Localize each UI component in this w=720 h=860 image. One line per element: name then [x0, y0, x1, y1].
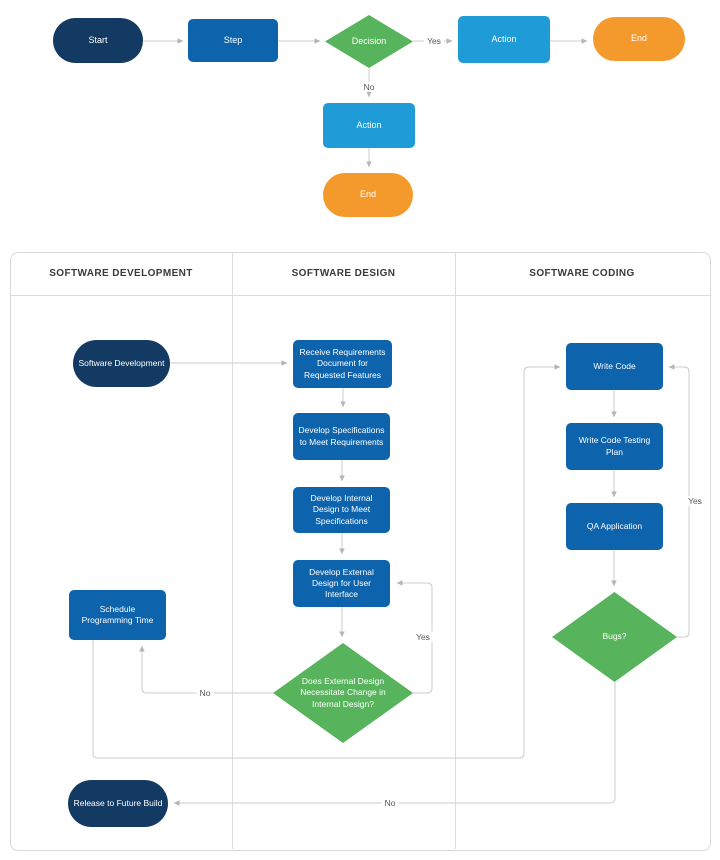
lane-divider-2 [455, 252, 456, 849]
node-develop-internal-label: Develop Internal Design to Meet Specific… [310, 493, 373, 526]
node-start: Start [53, 18, 143, 63]
node-qa-application: QA Application [566, 503, 663, 550]
node-release-future-build-label: Release to Future Build [73, 797, 163, 808]
node-end-yes: End [593, 17, 685, 61]
node-start-label: Start [88, 34, 108, 45]
node-end-no: End [323, 173, 413, 217]
node-release-future-build: Release to Future Build [68, 780, 168, 827]
node-develop-external-label: Develop External Design for User Interfa… [309, 566, 374, 600]
edge-label-no: No [360, 81, 378, 93]
node-step: Step [188, 19, 278, 62]
node-action-yes-label: Action [491, 33, 517, 44]
node-develop-specifications-label: Develop Specifications to Meet Requireme… [298, 425, 385, 447]
node-decision-label: Decision [351, 35, 387, 46]
node-qa-application-label: QA Application [586, 520, 643, 531]
node-bugs-decision-label: Bugs? [602, 631, 627, 642]
edge-label-bugs-no: No [381, 797, 399, 809]
node-write-test-plan-label: Write Code Testing Plan [578, 435, 651, 457]
edge-design-no-schedule [139, 645, 273, 694]
lane-header-rule [10, 295, 710, 296]
lane-title-software-development: SOFTWARE DEVELOPMENT [49, 268, 193, 279]
edge-label-yes: Yes [424, 35, 444, 47]
node-step-label: Step [223, 34, 243, 45]
edge-label-design-yes: Yes [413, 631, 433, 643]
lane-title-software-design: SOFTWARE DESIGN [291, 268, 396, 279]
node-write-code-label: Write Code [593, 360, 636, 371]
node-end-no-label: End [359, 189, 376, 200]
lane-title-software-coding: SOFTWARE CODING [529, 268, 635, 279]
node-write-code: Write Code [566, 343, 663, 390]
node-develop-specifications: Develop Specifications to Meet Requireme… [293, 413, 390, 460]
edge-label-bugs-yes: Yes [685, 495, 705, 507]
node-action-no-label: Action [356, 119, 382, 130]
node-schedule-programming-label: Schedule Programming Time [81, 603, 154, 625]
node-end-yes-label: End [630, 33, 647, 44]
node-change-decision-label: Does External Design Necessitate Change … [300, 676, 386, 709]
edge-schedule-writecode [92, 364, 561, 759]
edge-bugs-no-release [173, 682, 616, 806]
node-write-test-plan: Write Code Testing Plan [566, 423, 663, 470]
node-develop-internal: Develop Internal Design to Meet Specific… [293, 487, 390, 533]
node-receive-requirements: Receive Requirements Document for Reques… [293, 340, 392, 388]
lane-divider-1 [232, 252, 233, 849]
node-develop-external: Develop External Design for User Interfa… [293, 560, 390, 607]
node-software-development-label: Software Development [78, 357, 165, 368]
node-action-no: Action [323, 103, 415, 148]
node-schedule-programming: Schedule Programming Time [69, 590, 166, 640]
node-receive-requirements-label: Receive Requirements Document for Reques… [299, 347, 386, 380]
node-action-yes: Action [458, 16, 550, 63]
node-software-development: Software Development [73, 340, 170, 387]
edge-label-design-no: No [196, 687, 214, 699]
